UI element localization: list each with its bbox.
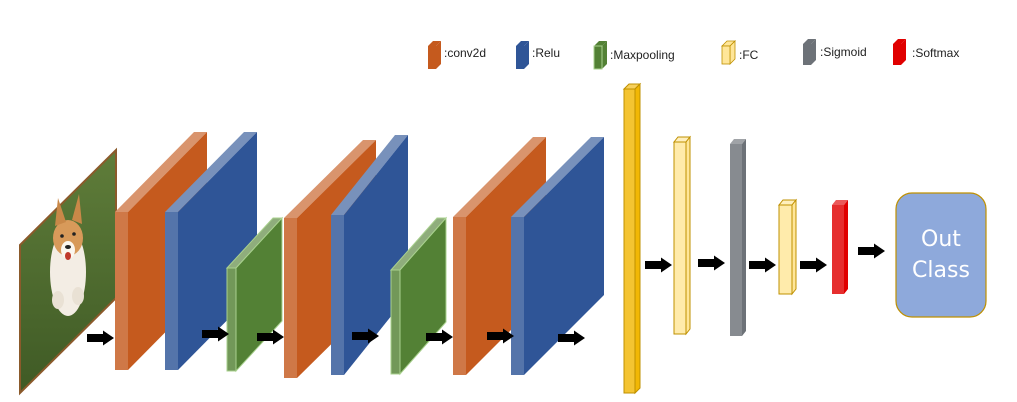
legend-conv2d-label: :conv2d — [444, 46, 486, 60]
arrow-right-icon-1 — [87, 330, 114, 346]
arrow-right-icon-7 — [558, 330, 585, 346]
sigmoid-layer-top — [730, 139, 746, 144]
arrow-right-icon-2 — [202, 326, 229, 342]
legend-sigmoid-swatch-front — [803, 44, 811, 65]
relu-layer-3 — [511, 137, 604, 375]
conv2d-layer-2-front — [284, 218, 297, 378]
maxpool-layer-1-front — [226, 267, 237, 372]
corgi-dog-icon — [50, 194, 86, 316]
legend-sigmoid-swatch-side — [811, 39, 816, 65]
legend-fc: :FC — [721, 40, 759, 65]
fc-layer-3-front — [778, 204, 793, 295]
output-label-line1: Out — [921, 227, 961, 252]
legend-relu-swatch-front — [516, 46, 524, 69]
arrow-right-icon-11 — [800, 257, 827, 273]
flow-arrows — [87, 243, 885, 346]
output-box-shape — [895, 192, 987, 318]
legend-conv2d-swatch-front — [428, 46, 436, 69]
conv2d-layer-2-top — [284, 140, 376, 218]
conv2d-layer-3-front — [453, 217, 466, 375]
sigmoid-layer-side — [742, 139, 746, 336]
legend-softmax-label: :Softmax — [912, 46, 959, 60]
legend-softmax-swatch-front — [893, 44, 901, 65]
fc-layer-1-side — [634, 82, 641, 395]
relu-layer-1-side — [178, 132, 257, 370]
legend-relu-label: :Relu — [532, 46, 560, 60]
fc-layer-2 — [672, 135, 692, 336]
fc-layer-3-side — [791, 198, 797, 296]
conv2d-layer-3-top — [453, 137, 546, 217]
output-class-box: Out Class — [895, 192, 987, 318]
relu-layer-3-side — [524, 137, 604, 375]
softmax-layer — [832, 200, 848, 294]
legend-sigmoid-label: :Sigmoid — [820, 45, 867, 59]
fc-layer-2-front — [673, 141, 687, 335]
legend-conv2d: :conv2d — [428, 41, 486, 69]
arrow-right-icon-12 — [858, 243, 885, 259]
conv2d-layer-3 — [453, 137, 546, 375]
relu-layer-3-front — [511, 217, 524, 375]
legend-conv2d-swatch-side — [436, 41, 441, 69]
relu-layer-1 — [165, 132, 257, 370]
input-image — [19, 147, 117, 396]
legend-conv2d-swatch — [428, 41, 441, 46]
legend-relu-swatch-top — [516, 41, 529, 46]
arrow-right-icon-3 — [257, 329, 284, 345]
arrow-right-icon-5 — [426, 329, 453, 345]
softmax-layer-side — [844, 200, 848, 294]
legend-relu: :Relu — [516, 41, 560, 69]
relu-layer-2-top — [331, 135, 408, 215]
arrow-right-icon-4 — [352, 328, 379, 344]
output-label-line2: Class — [912, 258, 970, 283]
arrow-right-icon-6 — [487, 328, 514, 344]
conv2d-layer-3-side — [466, 137, 546, 375]
softmax-layer-top — [832, 200, 848, 205]
fc-layer-2-side — [685, 135, 691, 336]
arrow-right-icon-10 — [749, 257, 776, 273]
relu-layer-3-top — [511, 137, 604, 217]
relu-layer-1-front — [165, 212, 178, 370]
legend-fc-swatch-front — [721, 45, 731, 65]
arrow-right-icon-9 — [698, 255, 725, 271]
maxpool-layer-2-front — [390, 269, 401, 375]
legend-softmax: :Softmax — [893, 39, 959, 65]
legend-fc-label: :FC — [739, 48, 759, 62]
legend-sigmoid: :Sigmoid — [803, 39, 867, 65]
conv2d-layer-1-top — [115, 132, 207, 212]
legend-relu-swatch-side — [524, 41, 529, 69]
relu-layer-1-top — [165, 132, 257, 212]
legend-maxpooling-swatch-side — [602, 41, 607, 69]
maxpool-layer-1 — [225, 216, 284, 373]
legend-sigmoid-swatch-top — [803, 39, 816, 44]
network-layers — [115, 82, 848, 395]
fc-layer-1-front — [623, 88, 636, 394]
fc-layer-1 — [622, 82, 642, 395]
relu-layer-2-front — [331, 215, 344, 375]
sigmoid-layer-front — [730, 144, 742, 336]
legend-maxpooling-swatch-top — [594, 41, 607, 46]
legend-maxpooling: :Maxpooling — [593, 41, 675, 70]
legend: :conv2d :Relu :Maxpooling :FC :Sigmoid — [428, 39, 959, 70]
legend-softmax-swatch-side — [901, 39, 906, 65]
sigmoid-layer — [730, 139, 746, 336]
arrow-right-icon-8 — [645, 257, 672, 273]
softmax-layer-front — [832, 205, 844, 294]
legend-maxpooling-swatch-front — [593, 45, 603, 70]
legend-maxpooling-label: :Maxpooling — [610, 48, 675, 62]
fc-layer-3 — [777, 198, 798, 296]
legend-softmax-swatch-top — [893, 39, 906, 44]
conv2d-layer-1-front — [115, 212, 128, 370]
